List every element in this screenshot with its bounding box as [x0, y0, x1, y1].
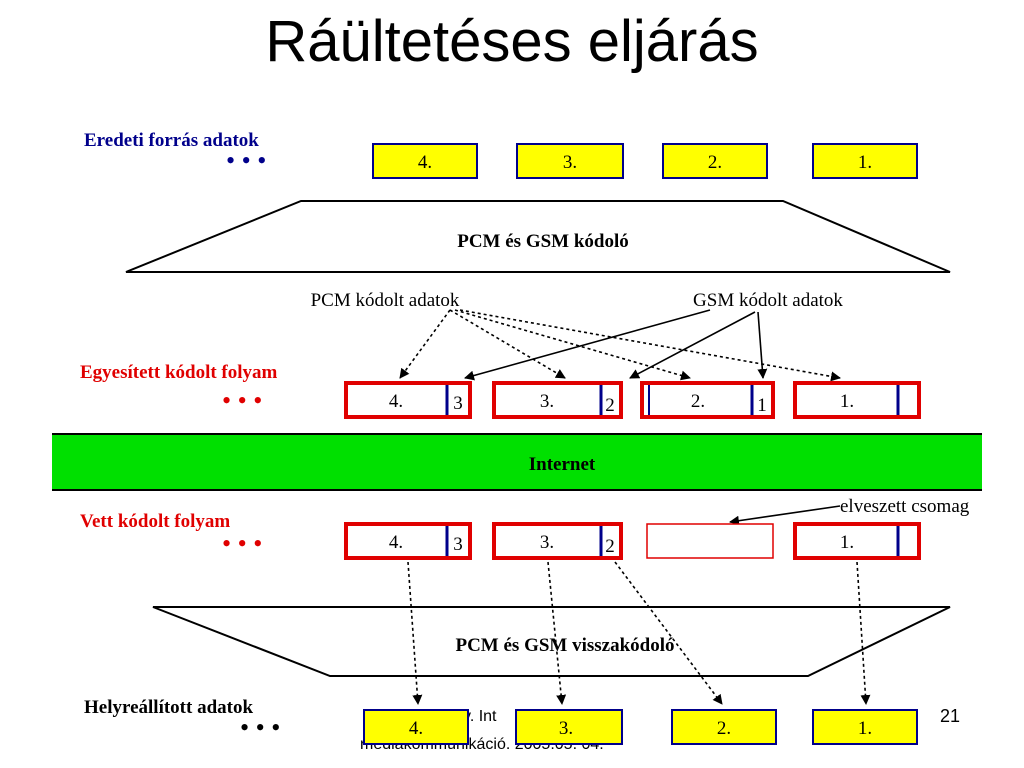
- footer-line-1: y. Int: [463, 708, 497, 725]
- combined-row-label: Egyesített kódolt folyam: [80, 362, 278, 383]
- decoder-label: PCM és GSM visszakódoló: [455, 635, 674, 656]
- lost-packet-arrow: [729, 505, 841, 526]
- restored-row-dots: • • •: [240, 713, 280, 742]
- pcm-arrow-3: [449, 309, 566, 379]
- decoder-shape: [152, 606, 951, 677]
- pcm-arrows: [399, 309, 841, 382]
- source-block-4-label: 4.: [418, 152, 432, 173]
- received-packet-lost: [646, 523, 774, 559]
- received-row-label: Vett kódolt folyam: [80, 511, 230, 532]
- combined-packet-4-side: 3: [453, 393, 463, 414]
- source-block-3: [516, 143, 624, 179]
- received-packet-4-side: 3: [453, 534, 463, 555]
- combined-packet-2-main: 2.: [691, 391, 705, 412]
- slide-title: Ráültetéses eljárás: [265, 9, 759, 74]
- gsm-arrows: [464, 309, 768, 381]
- gsm-arrow-3: [464, 309, 711, 381]
- restored-block-3-label: 3.: [559, 718, 573, 739]
- source-row-dots: • • •: [226, 146, 266, 175]
- restored-block-2-label: 2.: [717, 718, 731, 739]
- source-block-2-label: 2.: [708, 152, 722, 173]
- source-row-label: Eredeti forrás adatok: [84, 130, 259, 151]
- restored-blocks: 4. 3. 2. 1.: [363, 709, 918, 745]
- restored-block-1-label: 1.: [858, 718, 872, 739]
- pcm-arrow-2: [454, 309, 691, 381]
- received-packet-4: [344, 522, 472, 560]
- source-block-2: [662, 143, 768, 179]
- source-blocks: 4. 3. 2. 1.: [372, 143, 918, 179]
- combined-packet-3-side: 2: [605, 395, 615, 416]
- received-packet-1-main: 1.: [840, 532, 854, 553]
- received-packet-4-main: 4.: [389, 532, 403, 553]
- page-number: 21: [939, 706, 960, 726]
- received-row-dots: • • •: [222, 529, 262, 558]
- source-block-4: [372, 143, 478, 179]
- combined-packet-2-side: 1: [757, 395, 767, 416]
- pcm-arrow-1: [459, 309, 841, 382]
- restored-row-label: Helyreállított adatok: [84, 697, 253, 718]
- gsm-encoded-label: GSM kódolt adatok: [693, 290, 843, 311]
- source-block-1-label: 1.: [858, 152, 872, 173]
- encoder-shape: [125, 200, 951, 273]
- combined-packet-3-main: 3.: [540, 391, 554, 412]
- lost-packet-label: elveszett csomag: [840, 496, 970, 517]
- combined-packet-4: [344, 381, 472, 419]
- gsm-arrow-2: [629, 311, 756, 379]
- pcm-encoded-label: PCM kódolt adatok: [311, 290, 460, 311]
- internet-band: [52, 434, 982, 490]
- received-packet-3-side: 2: [605, 536, 615, 557]
- pcm-arrow-4: [399, 309, 451, 379]
- restored-block-2: [671, 709, 777, 745]
- restored-block-3: [515, 709, 623, 745]
- restored-block-1: [812, 709, 918, 745]
- received-packets: 4. 3 3. 2 1.: [344, 522, 921, 560]
- restored-block-4: [363, 709, 469, 745]
- combined-packet-4-main: 4.: [389, 391, 403, 412]
- internet-label: Internet: [529, 454, 596, 475]
- combined-packet-1-main: 1.: [840, 391, 854, 412]
- gsm-arrow-1: [757, 311, 768, 379]
- received-packet-3-main: 3.: [540, 532, 554, 553]
- encoder-label: PCM és GSM kódoló: [457, 231, 629, 252]
- combined-packets: 4. 3 3. 2 2. 1 1.: [344, 381, 921, 419]
- restored-block-4-label: 4.: [409, 718, 423, 739]
- combined-row-dots: • • •: [222, 386, 262, 415]
- source-block-3-label: 3.: [563, 152, 577, 173]
- source-block-1: [812, 143, 918, 179]
